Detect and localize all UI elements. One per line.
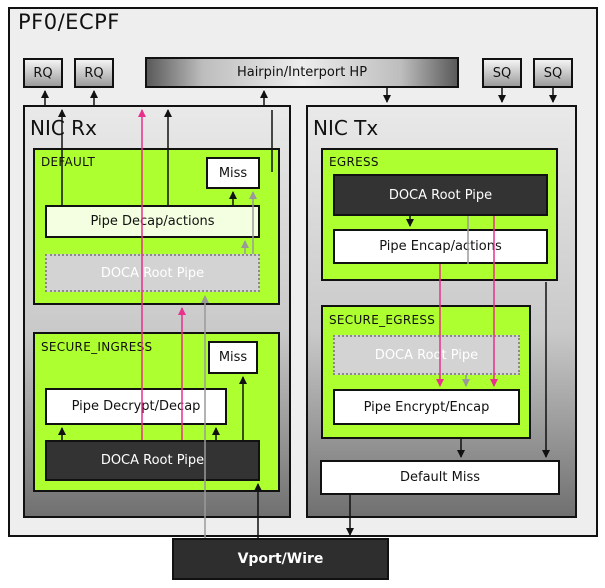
default-miss-box-tx: Default Miss	[320, 460, 560, 495]
default-label: DEFAULT	[41, 155, 96, 169]
secure-ingress-label: SECURE_INGRESS	[41, 340, 153, 354]
sq-box-1: SQ	[482, 58, 522, 88]
pipe-encap-actions: Pipe Encap/actions	[333, 229, 548, 264]
egress-label: EGRESS	[329, 155, 379, 169]
secure-ingress-doca-root-pipe: DOCA Root Pipe	[45, 440, 260, 481]
pipe-encrypt-encap: Pipe Encrypt/Encap	[333, 389, 520, 425]
sq-box-2: SQ	[533, 58, 573, 88]
nic-rx-title: NIC Rx	[30, 116, 97, 140]
pipe-decap-actions: Pipe Decap/actions	[45, 205, 260, 238]
secure-egress-doca-root-pipe: DOCA Root Pipe	[333, 335, 520, 375]
rq-box-2: RQ	[74, 58, 114, 88]
default-miss-box: Miss	[206, 157, 260, 189]
secure-egress-label: SECURE_EGRESS	[329, 313, 436, 327]
nic-tx-title: NIC Tx	[313, 116, 379, 140]
pf0-ecpf-title: PF0/ECPF	[18, 10, 120, 34]
default-doca-root-pipe: DOCA Root Pipe	[45, 254, 260, 292]
vport-wire-box: Vport/Wire	[172, 538, 389, 580]
pipe-decrypt-decap: Pipe Decrypt/Decap	[45, 388, 227, 425]
rq-box-1: RQ	[23, 58, 63, 88]
hairpin-interport-box: Hairpin/Interport HP	[145, 57, 459, 88]
secure-ingress-miss-box: Miss	[208, 341, 258, 374]
egress-doca-root-pipe: DOCA Root Pipe	[333, 174, 548, 216]
